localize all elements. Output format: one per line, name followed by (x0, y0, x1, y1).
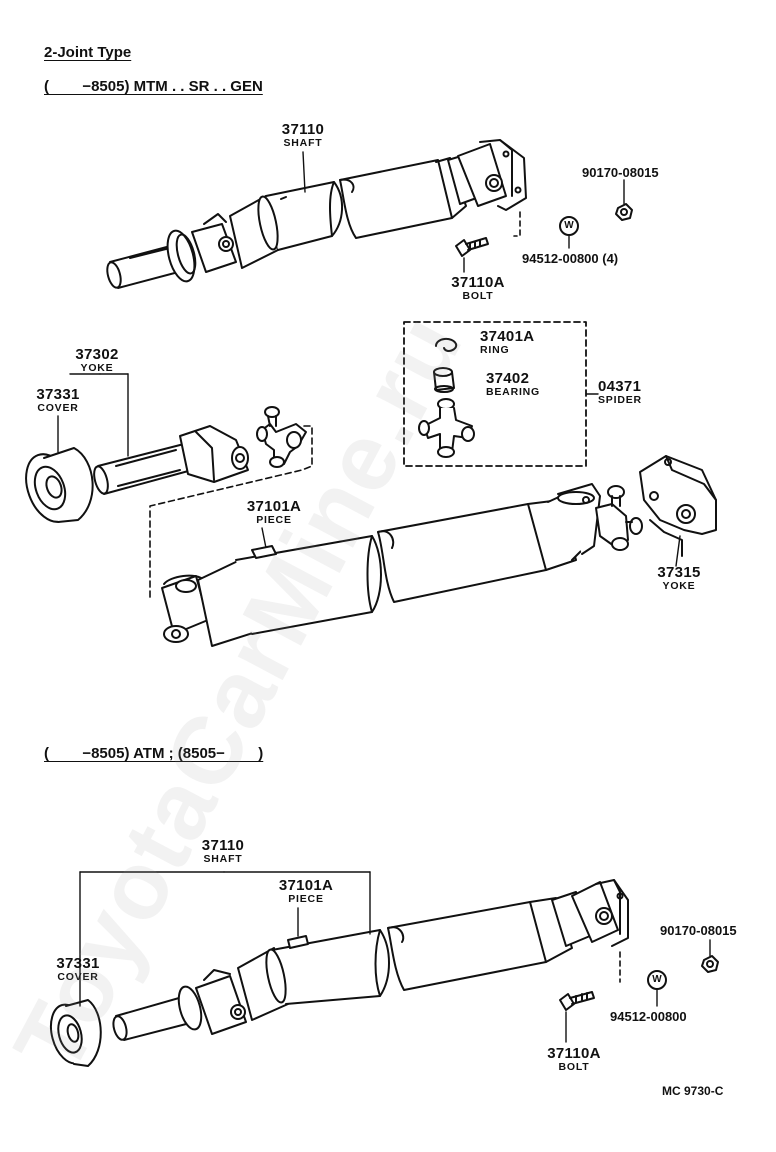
part-number: 37110A (547, 1045, 601, 1062)
callout-ring: 37401A RING (480, 329, 534, 356)
lower-propeller-shaft (112, 879, 629, 1041)
flange-yoke (639, 455, 717, 557)
spider-cross (418, 398, 475, 458)
part-name: COVER (57, 971, 99, 983)
lower-bolt (559, 991, 595, 1011)
lower-nut (701, 955, 719, 973)
part-number: 37110A (451, 274, 505, 291)
callout-flange-yoke: 37315 YOKE (646, 565, 712, 592)
part-number: 37331 (56, 955, 100, 972)
part-name: PIECE (288, 893, 324, 905)
callout-piece-b: 37101A PIECE (268, 878, 344, 905)
slip-yoke (93, 425, 249, 495)
part-name: BOLT (462, 290, 494, 302)
callout-shaft-b: 37110 SHAFT (190, 838, 256, 865)
callout-shaft-a: 37110 SHAFT (270, 122, 336, 149)
part-name: SHAFT (283, 137, 323, 149)
part-number: 04371 (598, 378, 642, 395)
part-name: YOKE (662, 580, 696, 592)
callout-yoke-a: 37302 YOKE (64, 347, 130, 374)
part-name: BOLT (558, 1061, 590, 1073)
part-name: BEARING (486, 386, 541, 398)
lower-cover (49, 999, 102, 1067)
spider-kit-box (403, 321, 587, 467)
callout-nut-a: 90170-08015 (582, 165, 659, 180)
upper-nut (615, 203, 633, 221)
lower-washer-mark: W (652, 974, 662, 985)
upper-propeller-shaft (106, 139, 527, 289)
section-a-heading: ( −8505) MTM . . SR . . GEN (44, 78, 263, 95)
callout-cover-a: 37331 COVER (26, 387, 90, 414)
callout-spider: 04371 SPIDER (598, 379, 642, 406)
small-spider-left (256, 406, 307, 468)
part-number: 37101A (278, 877, 334, 894)
callout-washer-a: 94512-00800 (4) (522, 251, 619, 266)
needle-bearing (433, 367, 455, 393)
part-name: SHAFT (203, 853, 243, 865)
callout-piece-a: 37101A PIECE (236, 499, 312, 526)
callout-nut-b: 90170-08015 (660, 923, 737, 938)
part-number: 37110 (281, 121, 325, 138)
part-number: 37315 (657, 564, 701, 581)
middle-propeller-shaft (161, 483, 643, 647)
upper-bolt (455, 237, 489, 257)
part-number: 37302 (75, 346, 119, 363)
part-name: SPIDER (598, 394, 642, 406)
part-number: 37402 (486, 370, 530, 387)
part-number: 37110 (201, 837, 245, 854)
diagram-title: 2-Joint Type (44, 44, 132, 61)
callout-bearing: 37402 BEARING (486, 371, 540, 398)
part-number: 37331 (36, 386, 80, 403)
leader-lines-lower (79, 871, 711, 1043)
part-number: 37101A (246, 498, 302, 515)
part-name: COVER (37, 402, 79, 414)
upper-washer-mark: W (564, 220, 574, 231)
part-name: YOKE (80, 362, 114, 374)
alignment-bracket (149, 425, 313, 601)
callout-cover-b: 37331 COVER (46, 956, 110, 983)
part-name: RING (480, 344, 510, 356)
snap-ring (435, 338, 458, 352)
callout-washer-b: 94512-00800 (610, 1009, 687, 1024)
balance-piece-upper (251, 545, 277, 559)
section-b-heading: ( −8505) ATM ; (8505− ) (44, 745, 264, 762)
callout-bolt-b: 37110A BOLT (536, 1046, 612, 1073)
balance-piece-lower (287, 935, 309, 949)
callout-bolt-a: 37110A BOLT (440, 275, 516, 302)
part-name: PIECE (256, 514, 292, 526)
upper-cover (25, 447, 94, 523)
part-number: 37401A (480, 328, 535, 345)
figure-code: MC 9730-C (662, 1084, 724, 1098)
leader-lines-upper (57, 151, 681, 567)
